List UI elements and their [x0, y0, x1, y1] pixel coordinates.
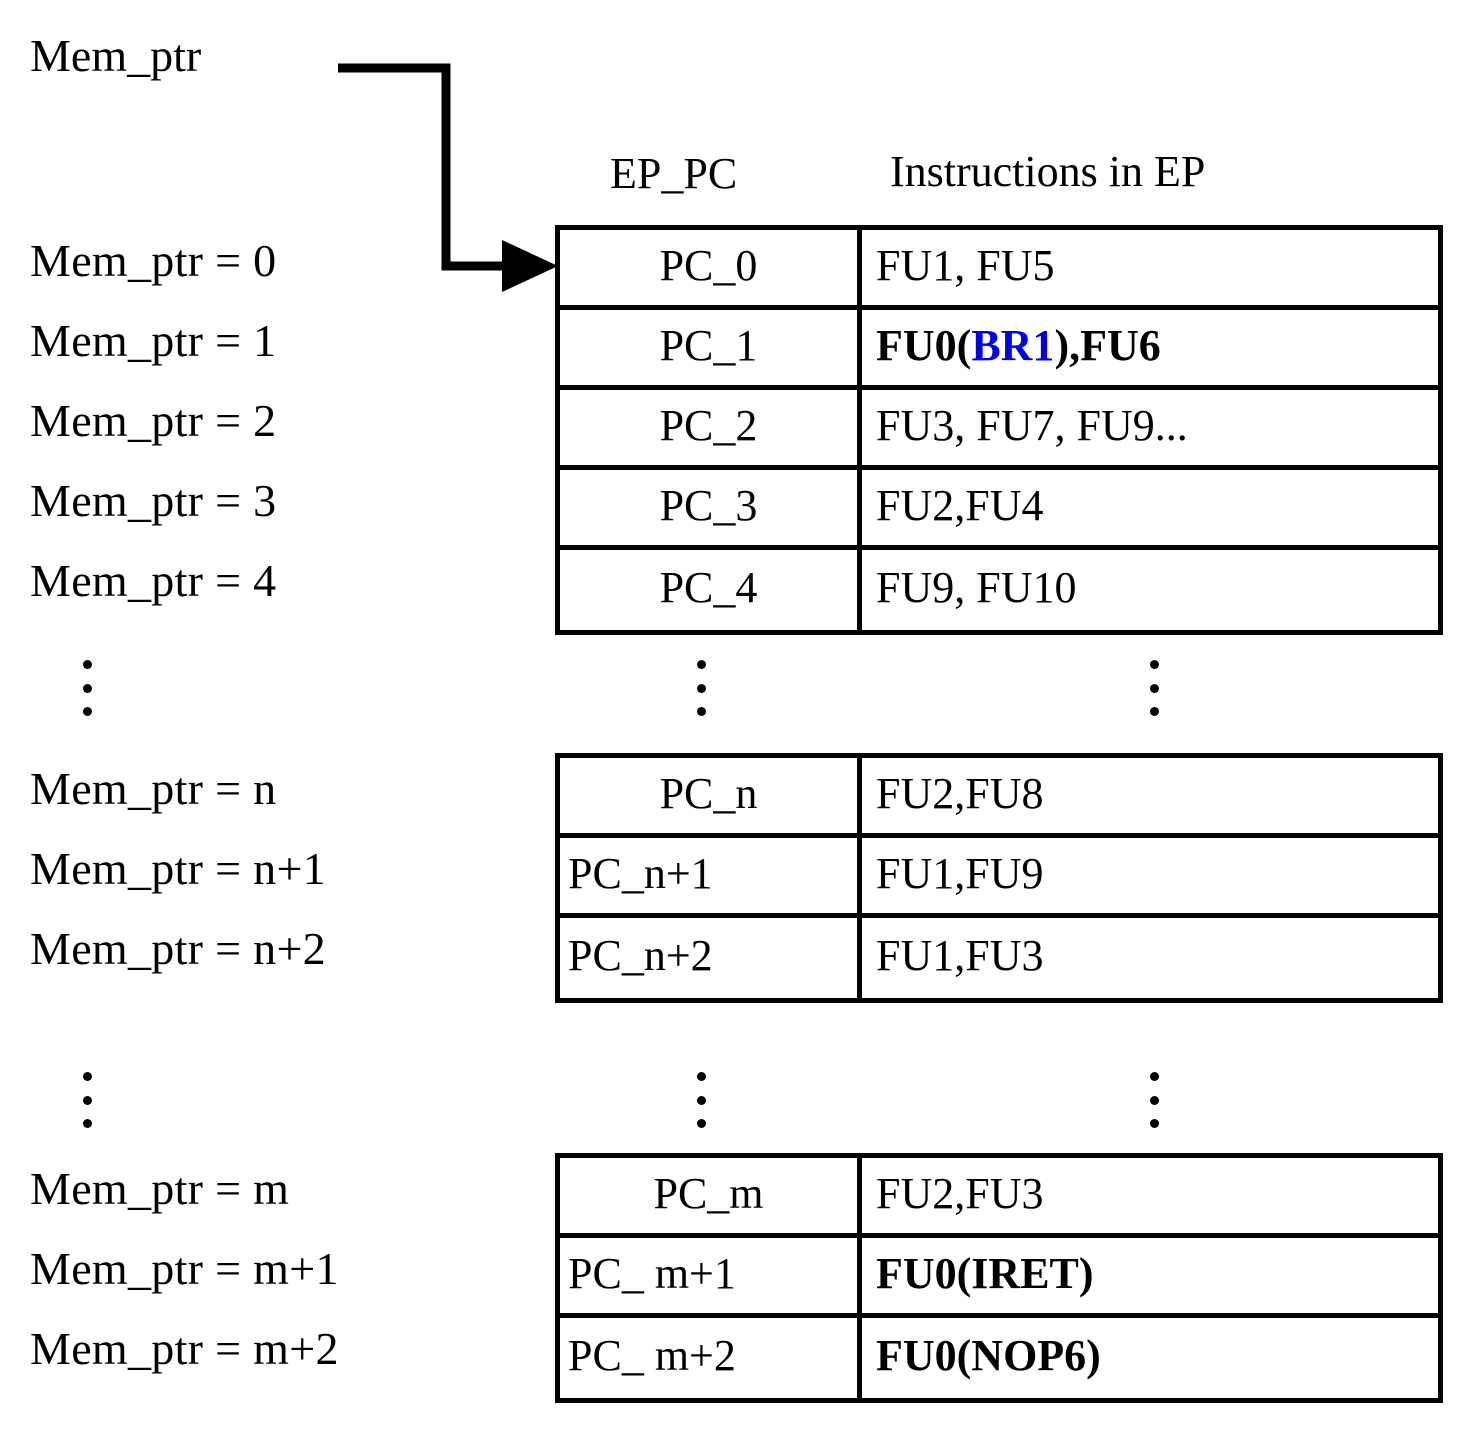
- vertical-ellipsis-icon: [690, 660, 712, 716]
- mem-ptr-row-label: Mem_ptr = 4: [30, 555, 277, 606]
- branch-token: BR1: [971, 320, 1055, 370]
- instr-text: FU1,FU3: [876, 931, 1044, 980]
- table-row[interactable]: PC_3 FU2,FU4: [560, 470, 1438, 550]
- cell-instructions: FU1, FU5: [862, 230, 1438, 305]
- mem-ptr-row-label: Mem_ptr = m+2: [30, 1323, 339, 1374]
- instr-text-suffix: ),FU6: [1054, 320, 1161, 370]
- instr-text: FU1,FU9: [876, 848, 1044, 898]
- cell-ep-pc: PC_n+2: [560, 918, 862, 998]
- instr-text: FU2,FU4: [876, 480, 1044, 530]
- instr-text: FU0(: [876, 320, 972, 370]
- mem-ptr-arrow-icon: [338, 63, 558, 292]
- cell-instructions: FU1,FU3: [862, 918, 1438, 998]
- instr-text: FU0(IRET): [876, 1248, 1094, 1298]
- mem-ptr-row-label: Mem_ptr = m+1: [30, 1243, 339, 1294]
- cell-ep-pc: PC_n: [560, 758, 862, 833]
- vertical-ellipsis-icon: [690, 1072, 712, 1128]
- cell-instructions: FU0(BR1),FU6: [862, 310, 1438, 385]
- table-row[interactable]: PC_ m+2 FU0(NOP6): [560, 1318, 1438, 1398]
- cell-ep-pc: PC_0: [560, 230, 862, 305]
- table-row[interactable]: PC_4 FU9, FU10: [560, 550, 1438, 630]
- cell-ep-pc: PC_m: [560, 1158, 862, 1233]
- ep-table-block-3: PC_m FU2,FU3 PC_ m+1 FU0(IRET) PC_ m+2 F…: [555, 1153, 1443, 1403]
- vertical-ellipsis-icon: [76, 660, 98, 716]
- cell-ep-pc: PC_2: [560, 390, 862, 465]
- vertical-ellipsis-icon: [76, 1072, 98, 1128]
- mem-ptr-row-label: Mem_ptr = 1: [30, 315, 277, 366]
- cell-instructions: FU2,FU3: [862, 1158, 1438, 1233]
- table-row[interactable]: PC_n+2 FU1,FU3: [560, 918, 1438, 998]
- column-header-ep-pc: EP_PC: [610, 149, 738, 198]
- table-row[interactable]: PC_0 FU1, FU5: [560, 230, 1438, 310]
- cell-instructions: FU2,FU8: [862, 758, 1438, 833]
- mem-ptr-row-label: Mem_ptr = 3: [30, 475, 277, 526]
- table-row[interactable]: PC_ m+1 FU0(IRET): [560, 1238, 1438, 1318]
- cell-ep-pc: PC_ m+2: [560, 1318, 862, 1398]
- mem-ptr-label: Mem_ptr: [30, 30, 202, 81]
- ep-table-block-1: PC_0 FU1, FU5 PC_1 FU0(BR1),FU6 PC_2 FU3…: [555, 225, 1443, 635]
- cell-ep-pc: PC_ m+1: [560, 1238, 862, 1313]
- ep-table-block-2: PC_n FU2,FU8 PC_n+1 FU1,FU9 PC_n+2 FU1,F…: [555, 753, 1443, 1003]
- table-row[interactable]: PC_m FU2,FU3: [560, 1158, 1438, 1238]
- cell-ep-pc: PC_n+1: [560, 838, 862, 913]
- vertical-ellipsis-icon: [1143, 1072, 1165, 1128]
- cell-ep-pc: PC_3: [560, 470, 862, 545]
- instr-text: FU1, FU5: [876, 240, 1055, 290]
- mem-ptr-row-label: Mem_ptr = n+1: [30, 843, 326, 894]
- column-header-instructions: Instructions in EP: [890, 147, 1206, 196]
- cell-instructions: FU1,FU9: [862, 838, 1438, 913]
- cell-instructions: FU2,FU4: [862, 470, 1438, 545]
- mem-ptr-row-label: Mem_ptr = 0: [30, 235, 277, 286]
- cell-instructions: FU9, FU10: [862, 550, 1438, 630]
- table-row[interactable]: PC_2 FU3, FU7, FU9...: [560, 390, 1438, 470]
- cell-instructions: FU0(IRET): [862, 1238, 1438, 1313]
- table-row[interactable]: PC_n+1 FU1,FU9: [560, 838, 1438, 918]
- cell-instructions: FU0(NOP6): [862, 1318, 1438, 1398]
- instr-text: FU9, FU10: [876, 563, 1077, 612]
- vertical-ellipsis-icon: [1143, 660, 1165, 716]
- instr-text: FU2,FU8: [876, 768, 1044, 818]
- table-row[interactable]: PC_1 FU0(BR1),FU6: [560, 310, 1438, 390]
- cell-ep-pc: PC_1: [560, 310, 862, 385]
- mem-ptr-row-label: Mem_ptr = n: [30, 763, 277, 814]
- mem-ptr-row-label: Mem_ptr = m: [30, 1163, 290, 1214]
- mem-ptr-row-label: Mem_ptr = 2: [30, 395, 277, 446]
- instr-text: FU3, FU7, FU9...: [876, 400, 1188, 450]
- cell-ep-pc: PC_4: [560, 550, 862, 630]
- table-row[interactable]: PC_n FU2,FU8: [560, 758, 1438, 838]
- instr-text: FU0(NOP6): [876, 1331, 1101, 1380]
- instr-text: FU2,FU3: [876, 1168, 1044, 1218]
- mem-ptr-row-label: Mem_ptr = n+2: [30, 923, 326, 974]
- cell-instructions: FU3, FU7, FU9...: [862, 390, 1438, 465]
